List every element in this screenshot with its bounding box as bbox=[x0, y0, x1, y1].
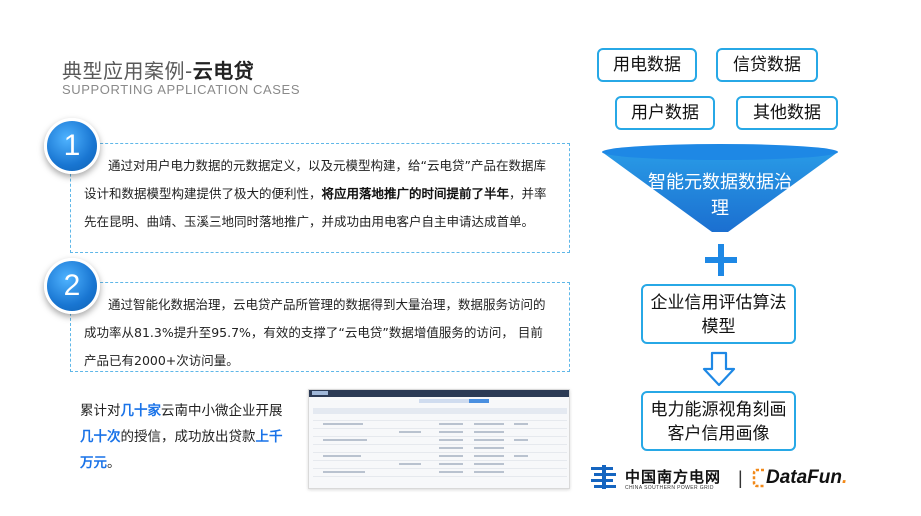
case-1-highlight: 将应用落地推广的时间提前了半年 bbox=[321, 186, 510, 201]
plus-icon bbox=[705, 244, 737, 276]
case-number-badge-1: 1 bbox=[44, 118, 100, 174]
summary-highlight-companies: 几十家 bbox=[120, 403, 162, 419]
page-title: 典型应用案例-云电贷 bbox=[62, 55, 254, 84]
case-1-text: 通过对用户电力数据的元数据定义，以及元模型构建，给“云电贷”产品在数据库设计和数… bbox=[84, 158, 547, 229]
product-screenshot-thumbnail bbox=[308, 389, 570, 489]
datafun-logo-text: DataFun. bbox=[766, 467, 848, 488]
summary-highlight-amount: 上千万元 bbox=[80, 429, 283, 471]
logo-separator: | bbox=[738, 468, 743, 488]
governance-funnel bbox=[602, 144, 838, 232]
summary-highlight-times: 几十次 bbox=[80, 429, 121, 445]
data-source-power: 用电数据 bbox=[597, 48, 697, 82]
datafun-bracket-icon bbox=[752, 468, 764, 488]
case-2-text: 通过智能化数据治理，云电贷产品所管理的数据得到大量治理，数据服务访问的成功率从8… bbox=[84, 297, 546, 368]
arrow-down-icon bbox=[702, 351, 736, 387]
credit-model-box: 企业信用评估算法模型 bbox=[641, 284, 796, 344]
data-source-user: 用户数据 bbox=[615, 96, 715, 130]
summary-text: 累计对几十家云南中小微企业开展几十次的授信，成功放出贷款上千万元。 bbox=[80, 403, 283, 471]
funnel-label: 智能元数据数据治理 bbox=[648, 172, 792, 219]
case-card-1: 通过对用户电力数据的元数据定义，以及元模型构建，给“云电贷”产品在数据库设计和数… bbox=[70, 143, 570, 253]
data-source-other: 其他数据 bbox=[736, 96, 838, 130]
credit-portrait-box: 电力能源视角刻画客户信用画像 bbox=[641, 391, 796, 451]
csg-name-en: CHINA SOUTHERN POWER GRID bbox=[625, 485, 714, 491]
csg-logo-icon bbox=[591, 465, 616, 489]
data-source-credit: 信贷数据 bbox=[716, 48, 818, 82]
title-emphasis: 云电贷 bbox=[192, 59, 255, 83]
case-number-badge-2: 2 bbox=[44, 258, 100, 314]
csg-name-cn: 中国南方电网 bbox=[625, 468, 722, 486]
case-card-2: 通过智能化数据治理，云电贷产品所管理的数据得到大量治理，数据服务访问的成功率从8… bbox=[70, 282, 570, 372]
title-prefix: 典型应用案例- bbox=[62, 59, 193, 83]
page-subtitle: SUPPORTING APPLICATION CASES bbox=[62, 82, 301, 97]
